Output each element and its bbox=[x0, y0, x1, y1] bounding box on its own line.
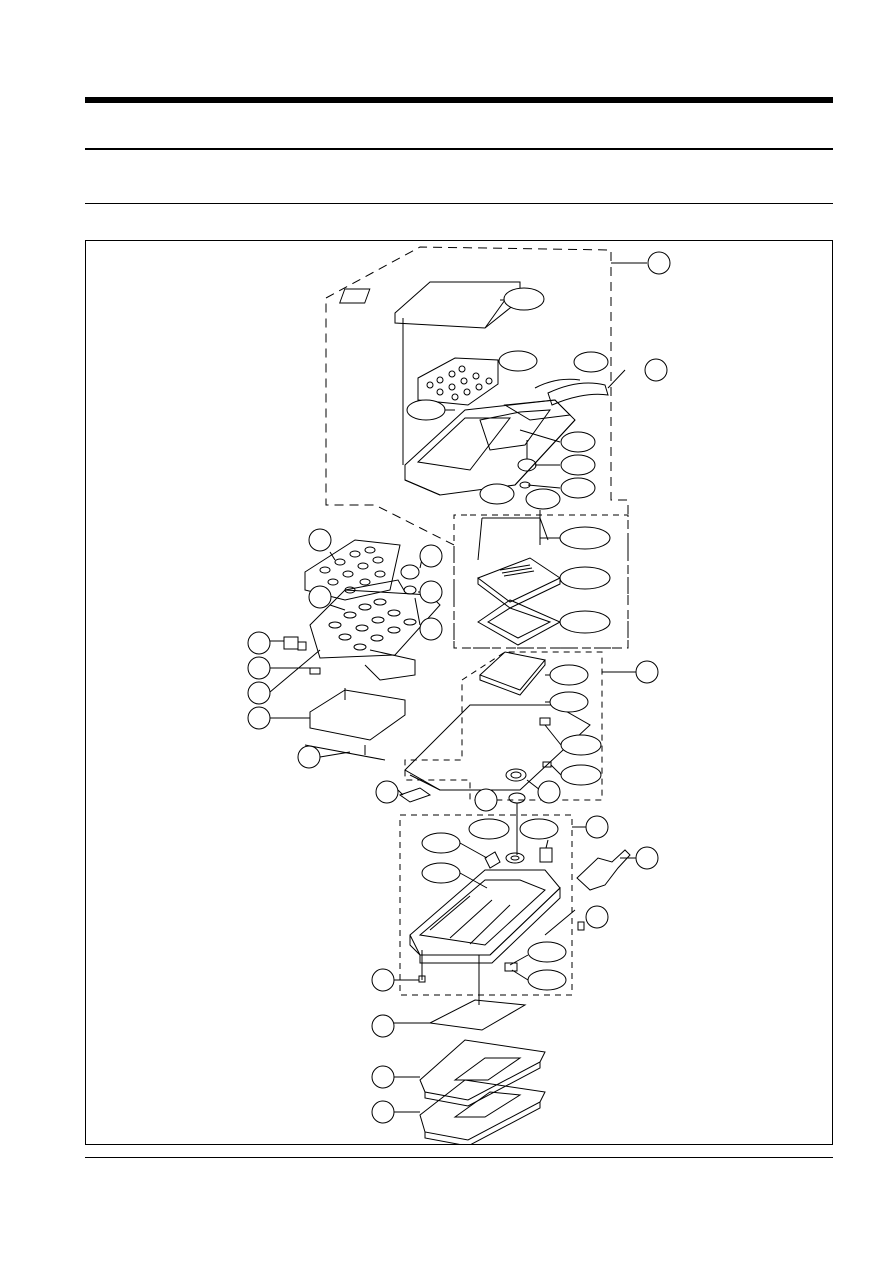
battery-part bbox=[419, 1079, 546, 1145]
callout-circle bbox=[371, 1065, 395, 1089]
front-housing-part bbox=[404, 399, 576, 496]
callout-oval bbox=[421, 862, 461, 884]
callout-circle bbox=[647, 251, 671, 275]
callout-oval bbox=[549, 691, 589, 713]
callout-oval bbox=[559, 566, 611, 590]
jack-part bbox=[539, 847, 553, 863]
leader-line bbox=[519, 429, 561, 443]
antenna-part bbox=[576, 849, 637, 891]
callout-circle bbox=[537, 780, 561, 804]
callout-oval bbox=[560, 477, 596, 499]
callout-oval bbox=[406, 399, 446, 421]
callout-circle bbox=[419, 617, 443, 641]
side-connector-part bbox=[309, 667, 321, 675]
battery-contact-part bbox=[504, 962, 518, 972]
leader-line bbox=[545, 839, 549, 849]
callout-oval bbox=[527, 941, 567, 963]
leader-line bbox=[397, 789, 404, 796]
footer-rule bbox=[85, 1157, 833, 1158]
clip-part bbox=[484, 851, 501, 869]
leader-line bbox=[414, 597, 421, 626]
callout-oval bbox=[525, 488, 561, 510]
leader-line bbox=[526, 779, 541, 791]
callout-oval bbox=[549, 664, 589, 686]
callout-oval bbox=[560, 431, 596, 453]
top-curved-window-parts bbox=[534, 369, 626, 406]
battery-label-part bbox=[428, 999, 527, 1031]
callout-circle bbox=[371, 1100, 395, 1124]
folder-cover-part bbox=[339, 281, 521, 329]
callout-circle bbox=[247, 681, 271, 705]
callout-circle bbox=[247, 656, 271, 680]
dome-sheet-part bbox=[309, 579, 441, 681]
section-divider-rule bbox=[85, 203, 833, 204]
callout-circle bbox=[247, 706, 271, 730]
microphone-part bbox=[505, 768, 527, 864]
leader-line bbox=[319, 751, 351, 758]
callout-oval bbox=[527, 969, 567, 991]
top-thick-rule bbox=[85, 97, 833, 103]
callout-circle bbox=[419, 544, 443, 568]
callout-oval bbox=[503, 287, 545, 311]
leader-line bbox=[459, 872, 488, 889]
callout-oval bbox=[560, 764, 602, 786]
leader-line bbox=[269, 649, 321, 693]
callout-circle bbox=[297, 745, 321, 769]
callout-oval bbox=[479, 483, 515, 505]
leader-line bbox=[544, 909, 576, 936]
callout-circle bbox=[474, 788, 498, 812]
leader-line bbox=[544, 724, 562, 746]
rear-case-part bbox=[409, 869, 561, 964]
leader-line bbox=[550, 764, 562, 776]
leader-line bbox=[459, 842, 488, 859]
header-divider-rule bbox=[85, 148, 833, 150]
lcd-panel-part bbox=[476, 557, 562, 609]
leader-line bbox=[509, 954, 529, 966]
callout-oval bbox=[519, 818, 559, 840]
callout-circle bbox=[644, 358, 668, 382]
callout-oval bbox=[559, 610, 611, 634]
lower-keypad-rubber-part bbox=[304, 539, 401, 601]
callout-circle bbox=[247, 631, 271, 655]
callout-circle bbox=[585, 905, 609, 929]
screw-part bbox=[418, 921, 585, 983]
callout-circle bbox=[375, 780, 399, 804]
leader-line bbox=[511, 969, 529, 981]
system-connector-part bbox=[398, 787, 432, 803]
leader-line bbox=[527, 484, 561, 489]
callout-circle bbox=[585, 815, 609, 839]
callout-circle bbox=[419, 580, 443, 604]
side-switch-part bbox=[283, 636, 307, 651]
callout-oval bbox=[421, 832, 461, 854]
callout-circle bbox=[635, 846, 659, 870]
leader-line bbox=[329, 604, 346, 611]
callout-circle bbox=[371, 968, 395, 992]
lcd-window-part bbox=[477, 517, 549, 561]
callout-oval bbox=[560, 454, 596, 476]
rear-case-dashed-outline bbox=[399, 814, 573, 996]
callout-oval bbox=[498, 350, 538, 372]
lcd-assembly-dashed-outline bbox=[453, 514, 629, 649]
callout-oval bbox=[559, 526, 611, 550]
pcb-assembly-dashed-outline bbox=[404, 651, 603, 801]
speaker-part bbox=[517, 440, 537, 489]
callout-circle bbox=[371, 1014, 395, 1038]
callout-oval bbox=[560, 734, 602, 756]
callout-oval bbox=[468, 818, 510, 840]
pcb-shield-can-part bbox=[479, 651, 546, 696]
callout-oval bbox=[573, 351, 609, 373]
leader-line bbox=[329, 551, 336, 561]
main-pcb-part bbox=[404, 704, 591, 791]
callout-circle bbox=[308, 528, 332, 552]
callout-circle bbox=[308, 585, 332, 609]
battery-cover-part bbox=[419, 1039, 546, 1107]
shield-plate-part bbox=[309, 689, 406, 741]
upper-keypad-part bbox=[417, 357, 499, 406]
lcd-holder-part bbox=[477, 599, 562, 646]
exploded-phone-diagram bbox=[247, 246, 671, 1145]
callout-circle bbox=[635, 660, 659, 684]
